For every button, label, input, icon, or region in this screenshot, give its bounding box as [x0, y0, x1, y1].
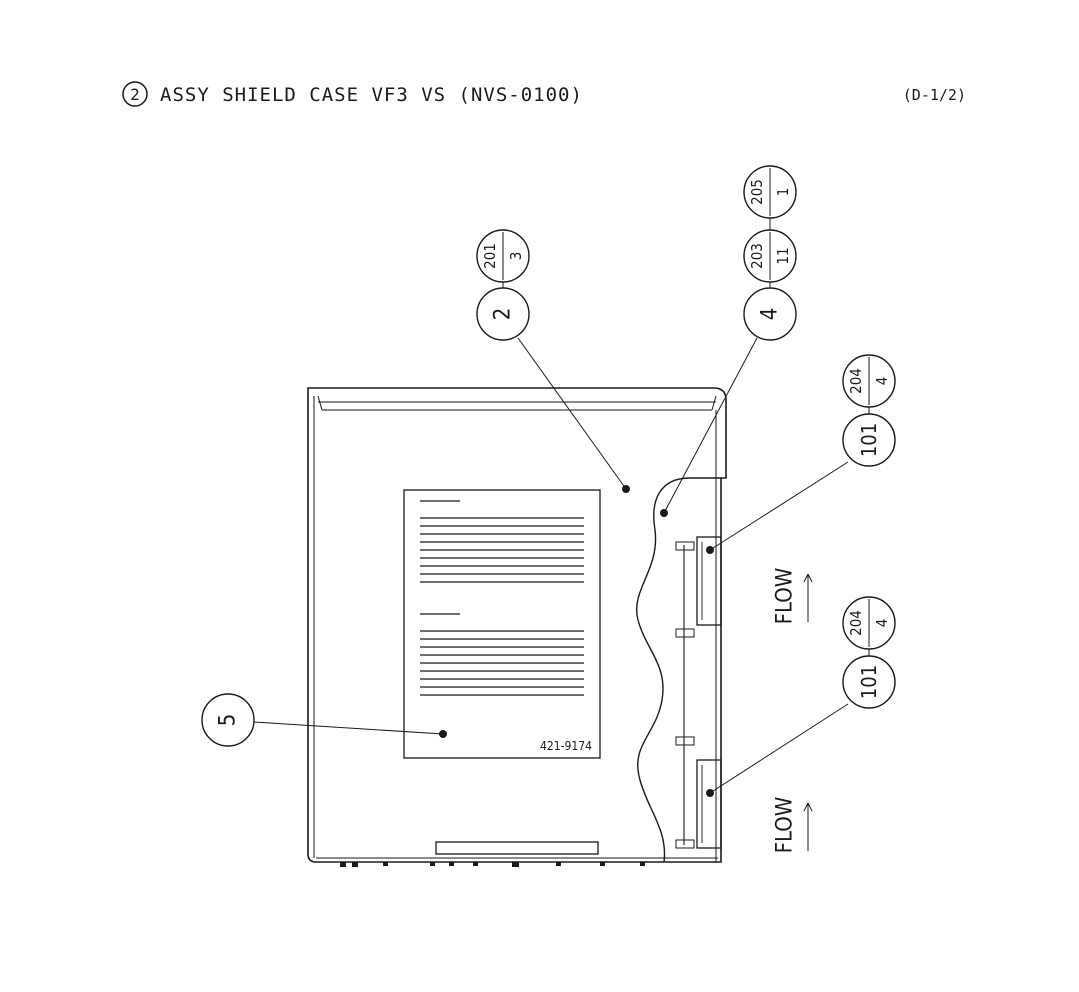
flow-arrow-head: [803, 802, 813, 812]
bracket-lower: [696, 759, 722, 849]
sheet-number: (D-1/2): [903, 86, 966, 104]
clip: [675, 628, 695, 638]
flow-label-upper: FLOW: [773, 568, 813, 625]
callout-101-upper: 204 4 101: [842, 354, 896, 467]
callout-101-upper-ref-bottom: 4: [873, 377, 891, 386]
callout-4: 4 203 11 205 1: [743, 165, 797, 341]
connector-nub: [473, 862, 478, 866]
clip: [675, 839, 695, 849]
callout-101-lower-ref-bottom: 4: [873, 619, 891, 628]
rail-clips: [675, 541, 695, 849]
top-flange-end-left: [317, 395, 323, 411]
callout-4-ref-a-top: 203: [748, 243, 766, 269]
label-part-number: 421-9174: [540, 739, 592, 753]
item-number-circle: [122, 81, 148, 107]
callout-2-label: 2: [491, 308, 516, 321]
connector-nub: [383, 862, 388, 866]
clip: [675, 541, 695, 551]
callout-101-lower-label: 101: [857, 665, 881, 699]
callout-2: 2 201 3: [476, 229, 530, 341]
callout-101-upper-label: 101: [857, 423, 881, 457]
callout-4-ref-a-bottom: 11: [774, 247, 792, 264]
bottom-connector-strip: [435, 841, 599, 855]
callout-5-label: 5: [216, 714, 241, 727]
leader-line-101-upper: [709, 461, 849, 551]
callout-2-ref-top: 201: [481, 243, 499, 269]
leader-line-4: [663, 337, 758, 514]
flow-text: FLOW: [773, 568, 798, 625]
callout-101-lower-circle: [842, 655, 896, 709]
connector-nub: [340, 862, 346, 867]
case-outline: [307, 387, 727, 863]
leader-lines: [253, 337, 849, 794]
callout-5: 5: [201, 693, 255, 747]
callout-4-label: 4: [758, 308, 783, 321]
connector-nub: [640, 862, 645, 866]
callout-101-lower: 204 4 101: [842, 596, 896, 709]
callout-5-circle: [201, 693, 255, 747]
break-line: [636, 477, 721, 863]
callout-2-ref-bottom: 3: [507, 252, 525, 261]
flow-arrow-head: [803, 573, 813, 583]
connector-nub: [352, 862, 358, 867]
label-text-lines: [420, 500, 584, 696]
label-plate: 421-9174: [403, 489, 601, 759]
top-flange-end-right: [711, 395, 717, 411]
callout-101-upper-ref-top: 204: [847, 368, 865, 394]
flow-label-lower: FLOW: [773, 797, 813, 854]
connector-nub: [600, 862, 605, 866]
callout-101-lower-ref-top: 204: [847, 610, 865, 636]
shield-case: [307, 387, 727, 863]
callout-101-upper-circle: [842, 413, 896, 467]
connector-nub: [512, 862, 519, 867]
bottom-connectors: [340, 862, 645, 867]
callout-4-ref-b-top: 205: [748, 179, 766, 205]
flow-text: FLOW: [773, 797, 798, 854]
label-plate-outline: [403, 489, 601, 759]
drawing-header: 2 ASSY SHIELD CASE VF3 VS (NVS-0100) (D-…: [122, 81, 966, 107]
item-number: 2: [130, 85, 140, 104]
callout-4-ref-b-bottom: 1: [774, 188, 792, 197]
connector-nub: [430, 862, 435, 866]
clip: [675, 736, 695, 746]
leader-line-101-lower: [709, 703, 849, 794]
bracket-upper: [696, 536, 722, 626]
connector-nub: [556, 862, 561, 866]
leader-line-2: [517, 337, 627, 490]
leader-line-5: [253, 721, 444, 735]
drawing-title: ASSY SHIELD CASE VF3 VS (NVS-0100): [160, 84, 583, 106]
connector-nub: [449, 862, 454, 866]
